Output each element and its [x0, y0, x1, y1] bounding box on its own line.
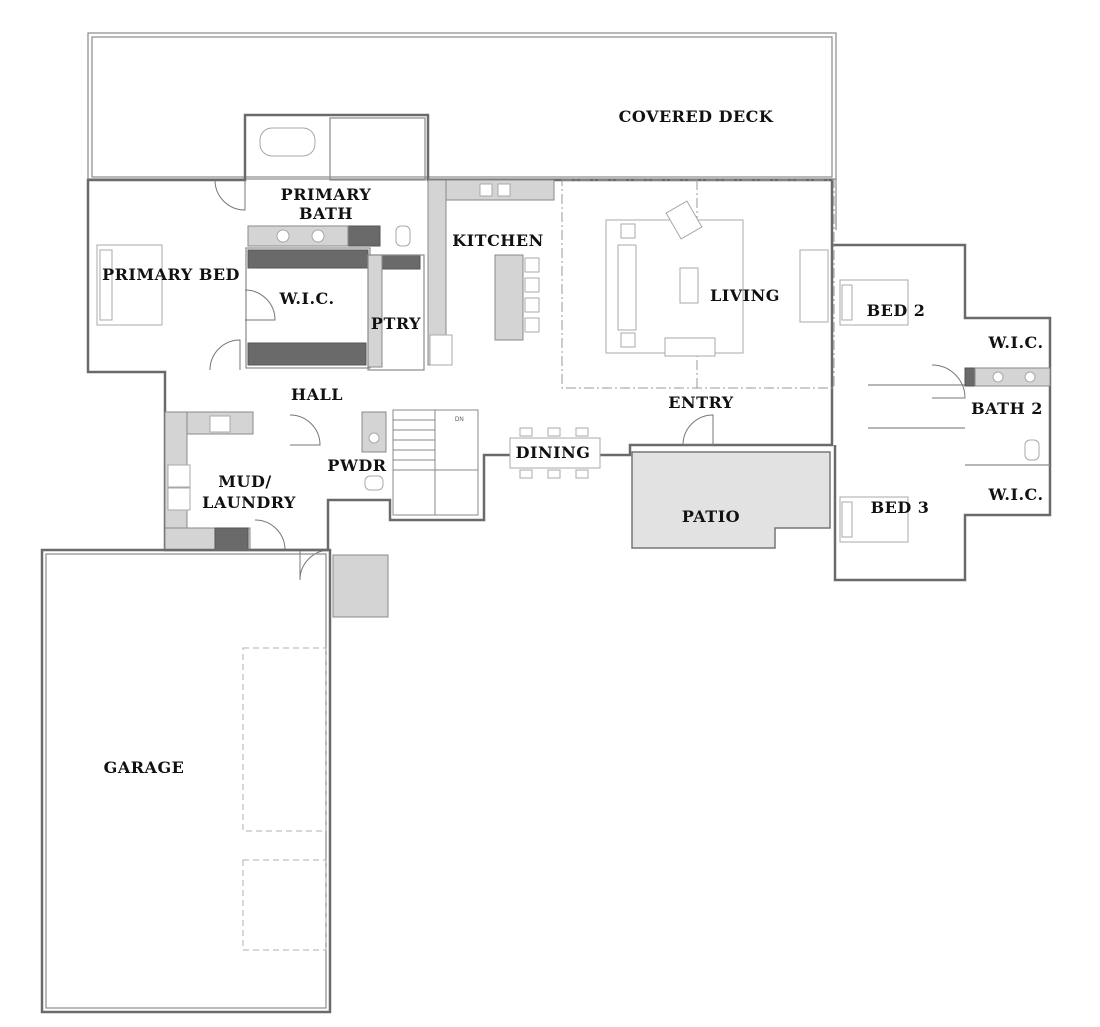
- label-primary-bed: PRIMARY BED: [102, 265, 240, 284]
- powder-room: [361, 411, 387, 491]
- dining-table: [509, 427, 601, 479]
- bed-2-area: [839, 279, 1051, 461]
- pantry: [367, 254, 425, 371]
- stairs: [392, 409, 479, 516]
- label-mud-2: LAUNDRY: [202, 493, 296, 512]
- kitchen-counters: [427, 179, 555, 366]
- label-mud-1: MUD/: [218, 472, 271, 491]
- walk-in-closet: [245, 247, 371, 369]
- label-wic-primary: W.I.C.: [278, 289, 334, 308]
- living-room-furniture: [561, 179, 835, 389]
- label-kitchen: KITCHEN: [452, 231, 543, 250]
- primary-bath-fixtures: [247, 117, 426, 247]
- label-patio: PATIO: [682, 507, 740, 526]
- stair-direction-note: DN: [455, 417, 464, 423]
- patio-slab: [631, 451, 831, 549]
- label-garage: GARAGE: [104, 758, 185, 777]
- label-powder: PWDR: [327, 456, 386, 475]
- label-wic-bed-3: W.I.C.: [987, 485, 1043, 504]
- label-hall: HALL: [291, 385, 343, 404]
- label-bed-3: BED 3: [871, 498, 930, 517]
- label-covered-deck: COVERED DECK: [619, 107, 774, 126]
- label-primary-bath-2: BATH: [299, 204, 353, 223]
- label-bed-2: BED 2: [867, 301, 926, 320]
- primary-bed-furniture: [96, 244, 163, 326]
- label-dining: DINING: [516, 443, 591, 462]
- garage: [40, 548, 389, 1014]
- label-pantry: PTRY: [371, 314, 421, 333]
- door-swings: [209, 179, 966, 581]
- mud-laundry-fixtures: [164, 411, 254, 551]
- label-living: LIVING: [710, 286, 780, 305]
- label-entry: ENTRY: [668, 393, 734, 412]
- label-bath-2: BATH 2: [971, 399, 1043, 418]
- label-primary-bath-1: PRIMARY: [281, 185, 372, 204]
- label-wic-bed-2: W.I.C.: [987, 333, 1043, 352]
- bed-3-area: [839, 427, 1050, 543]
